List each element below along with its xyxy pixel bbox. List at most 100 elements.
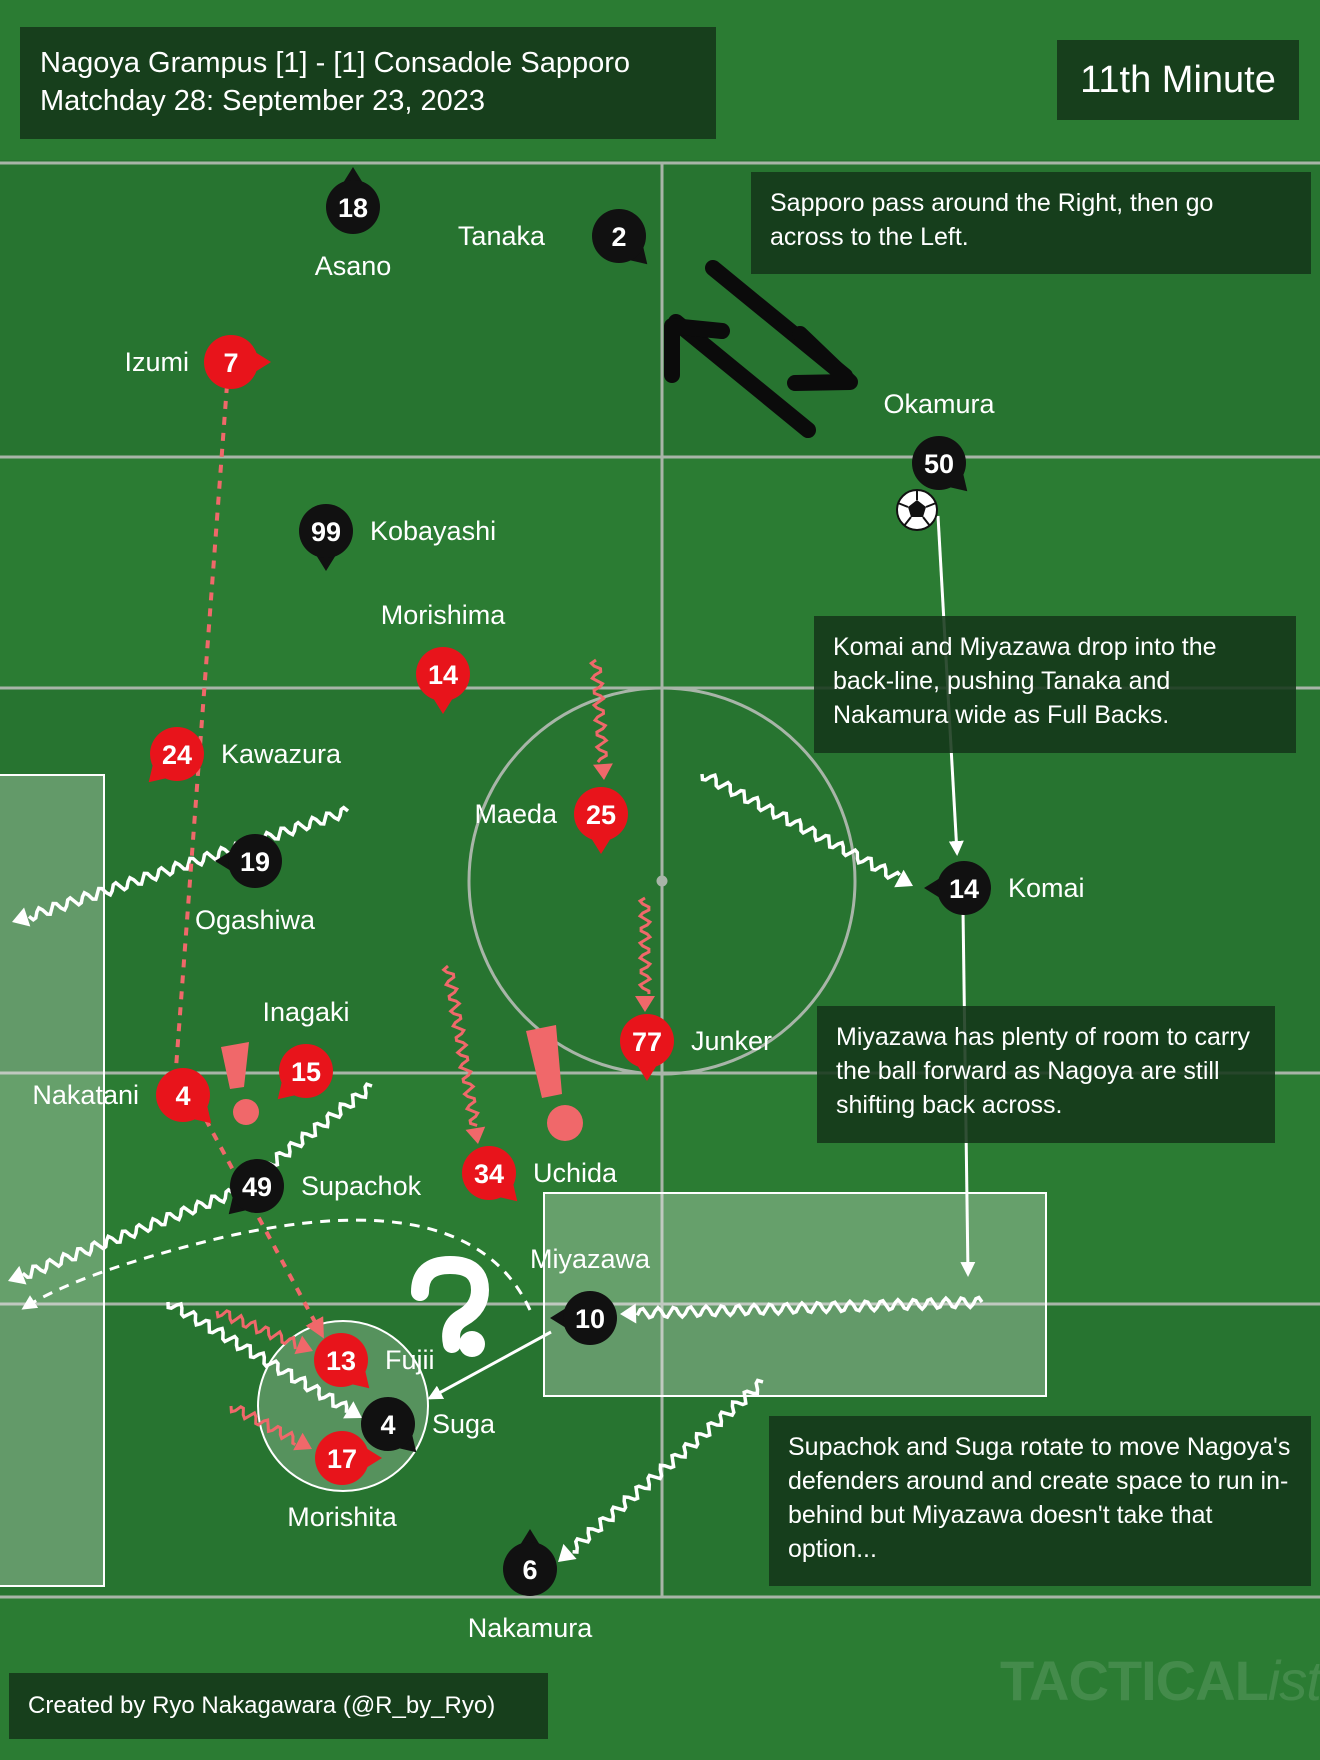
player-nagoya: 25 Maeda (474, 787, 628, 854)
player-marker (228, 834, 282, 888)
player-number: 99 (311, 517, 341, 547)
player-name: Izumi (124, 347, 189, 377)
player-name: Suga (432, 1409, 496, 1439)
note-passing: Sapporo pass around the Right, then go a… (751, 172, 1311, 274)
player-marker (230, 1159, 284, 1213)
player-number: 7 (223, 348, 238, 378)
match-title: Nagoya Grampus [1] - [1] Consadole Sappo… (40, 47, 630, 79)
facing-indicator (550, 1307, 568, 1329)
player-nagoya: 24 Kawazura (148, 727, 342, 783)
player-name: Nakamura (468, 1613, 594, 1643)
player-marker (462, 1146, 516, 1200)
player-name: Morishita (287, 1502, 398, 1532)
player-number: 6 (522, 1555, 537, 1585)
player-name: Kobayashi (370, 516, 496, 546)
player-name: Maeda (474, 799, 558, 829)
facing-indicator (364, 1447, 382, 1469)
facing-indicator (432, 696, 454, 714)
facing-indicator (519, 1529, 541, 1547)
player-number: 50 (924, 449, 954, 479)
player-sapporo: 10 Miyazawa (530, 1244, 651, 1345)
player-marker (204, 335, 258, 389)
player-name: Fujii (385, 1345, 435, 1375)
player-marker (912, 436, 966, 490)
player-marker (503, 1542, 557, 1596)
minute-badge: 11th Minute (1057, 40, 1299, 120)
player-marker (150, 727, 204, 781)
arrow-head (635, 996, 655, 1012)
facing-indicator (924, 877, 942, 899)
player-number: 24 (162, 740, 192, 770)
player-sapporo: 4 Suga (361, 1397, 496, 1453)
exclamation-icon (526, 1025, 583, 1141)
player-name: Morishima (381, 600, 507, 630)
match-header: Nagoya Grampus [1] - [1] Consadole Sappo… (20, 27, 716, 139)
player-marker (279, 1044, 333, 1098)
player-number: 15 (291, 1057, 321, 1087)
facing-indicator (342, 167, 364, 185)
match-date: Matchday 28: September 23, 2023 (40, 85, 485, 117)
player-name: Miyazawa (530, 1244, 651, 1274)
miyazawa-space-zone (543, 1192, 1047, 1397)
player-number: 18 (338, 193, 368, 223)
player-number: 14 (428, 660, 458, 690)
facing-indicator (315, 553, 337, 571)
watermark-logo: TACTICALista (1000, 1648, 1320, 1713)
player-marker (592, 209, 646, 263)
player-number: 4 (175, 1081, 190, 1111)
player-name: Supachok (301, 1171, 422, 1201)
player-name: Asano (315, 251, 392, 281)
player-marker (299, 504, 353, 558)
player-marker (326, 180, 380, 234)
pass-switch-arrows (664, 260, 858, 438)
arrow-head (12, 907, 31, 927)
player-nagoya: 14 Morishima (381, 600, 507, 714)
player-nagoya: 4 Nakatani (32, 1068, 212, 1124)
note-rotation: Supachok and Suga rotate to move Nagoya'… (769, 1416, 1311, 1586)
player-name: Nakatani (32, 1080, 139, 1110)
run-arrows (8, 772, 984, 1562)
player-marker (416, 647, 470, 701)
player-sapporo: 49 Supachok (228, 1159, 422, 1215)
player-marker (314, 1333, 368, 1387)
player-marker (156, 1068, 210, 1122)
arrow-head (8, 1265, 27, 1285)
arrow-head (558, 1543, 577, 1562)
player-number: 10 (575, 1304, 605, 1334)
player-number: 49 (242, 1172, 272, 1202)
player-number: 13 (326, 1346, 356, 1376)
player-name: Okamura (883, 389, 995, 419)
player-marker (937, 861, 991, 915)
player-marker (574, 787, 628, 841)
player-name: Kawazura (221, 739, 342, 769)
arrow-head (294, 1335, 313, 1355)
ball-icon (896, 489, 938, 531)
player-sapporo: 99 Kobayashi (299, 504, 496, 571)
exclamation-icons (221, 1025, 583, 1141)
watermark-main: TACTICAL (1000, 1649, 1269, 1712)
player-number: 34 (474, 1159, 504, 1189)
player-number: 77 (632, 1027, 662, 1057)
arrow-head (293, 1432, 312, 1451)
player-number: 19 (240, 847, 270, 877)
arrow-head (343, 1401, 362, 1419)
player-name: Tanaka (458, 221, 546, 251)
player-number: 14 (949, 874, 979, 904)
shift-arrows (215, 658, 655, 1451)
player-name: Uchida (533, 1158, 618, 1188)
arrow-head (465, 1126, 486, 1144)
player-nagoya: 34 Uchida (462, 1146, 618, 1202)
facing-indicator (215, 850, 233, 872)
facing-indicator (590, 836, 612, 854)
player-marker (563, 1291, 617, 1345)
player-number: 25 (586, 800, 616, 830)
player-marker (620, 1014, 674, 1068)
player-number: 4 (380, 1410, 395, 1440)
player-number: 17 (327, 1444, 357, 1474)
